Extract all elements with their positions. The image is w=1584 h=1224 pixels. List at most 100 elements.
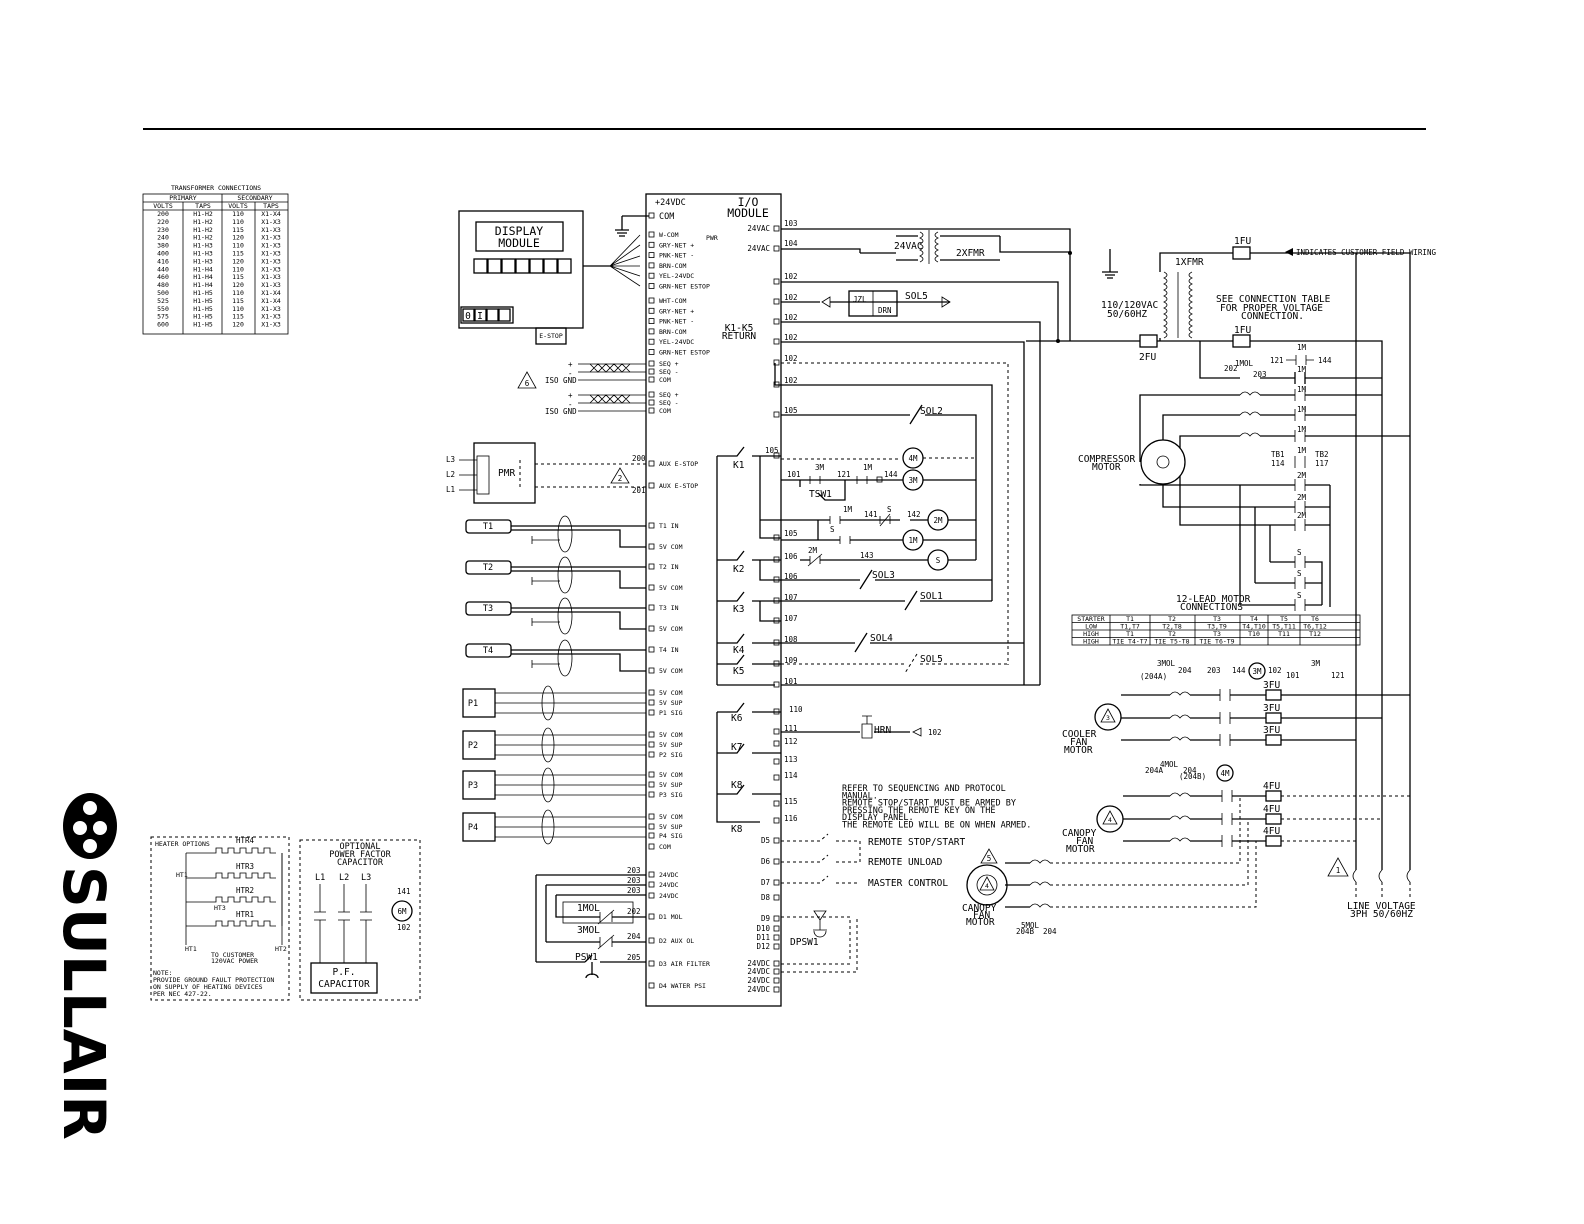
svg-text:112: 112 <box>784 737 798 746</box>
io-module-title-1: I/O <box>738 195 759 209</box>
motor-table-cell: T10 <box>1248 630 1260 638</box>
remote-note-line: MANUAL. <box>842 791 878 801</box>
svg-text:143: 143 <box>860 551 874 560</box>
tx-cell: H1-H2 <box>193 218 213 226</box>
svg-text:144: 144 <box>1318 356 1332 365</box>
motor-table-header: T2 <box>1168 615 1176 623</box>
key-button <box>486 308 499 322</box>
tx-cell: 550 <box>157 305 169 313</box>
svg-text:102: 102 <box>784 293 798 302</box>
temp-terminal: 5V COM <box>659 543 683 551</box>
motor-table-title-1: 12-LEAD MOTOR <box>1176 594 1251 605</box>
pressure-sensor-label: P2 <box>468 741 478 751</box>
net1-terminal: GRN-NET ESTOP <box>659 283 710 291</box>
svg-text:SEE CONNECTION TABLE: SEE CONNECTION TABLE <box>1216 294 1331 305</box>
svg-text:MOTOR: MOTOR <box>1066 844 1095 855</box>
tx-cell: X1-X3 <box>261 250 281 258</box>
temp-terminal: 5V COM <box>659 584 683 592</box>
fuse-2fu <box>1139 334 1158 348</box>
svg-text:114: 114 <box>784 771 798 780</box>
digital-terminal: D6 <box>761 857 771 866</box>
digital-terminal: D7 <box>761 878 770 887</box>
tx-cell: H1-H5 <box>193 289 213 297</box>
transformer-table-title: TRANSFORMER CONNECTIONS <box>171 184 261 192</box>
canopy-fan-2-label: CANOPY <box>962 903 997 914</box>
sol2-label: SOL2 <box>920 406 943 417</box>
tx-cell: 120 <box>232 257 244 265</box>
svg-text:144: 144 <box>1232 666 1246 675</box>
relay-k1: K1 <box>733 460 745 471</box>
tx-cell: X1-X3 <box>261 257 281 265</box>
tx-cell: 110 <box>232 265 244 273</box>
mol1-label: 1MOL <box>577 903 600 914</box>
key-button <box>498 308 511 322</box>
relay-k6: K6 <box>731 713 743 724</box>
display-digit <box>487 258 502 274</box>
2xfmr-label: 2XFMR <box>956 248 985 259</box>
sol4-label: SOL4 <box>870 633 893 644</box>
display-digit <box>529 258 544 274</box>
tx-cell: X1-X3 <box>261 218 281 226</box>
pressure-terminal: P2 SIG <box>659 751 683 759</box>
1xfmr-label: 1XFMR <box>1175 257 1204 268</box>
vac-terminal: 24VAC <box>747 224 770 233</box>
svg-text:+: + <box>568 360 573 369</box>
svg-text:4: 4 <box>1108 816 1112 824</box>
vac-terminal: 24VAC <box>747 244 770 253</box>
svg-text:3FU: 3FU <box>1263 680 1280 691</box>
digital-terminal: 24VDC <box>747 967 770 976</box>
svg-text:104: 104 <box>784 239 798 248</box>
display-digit <box>501 258 516 274</box>
sullair-logo: SULLAIR <box>50 793 118 1140</box>
svg-text:-: - <box>568 369 573 378</box>
motor-table-cell: HIGH <box>1083 638 1099 646</box>
svg-text:117: 117 <box>1315 459 1329 468</box>
net2-terminal: BRN-COM <box>659 328 686 336</box>
display-digit <box>543 258 558 274</box>
digital-terminal: D8 <box>761 893 771 902</box>
display-module-title-1: DISPLAY <box>495 224 544 238</box>
svg-text:144: 144 <box>884 470 898 479</box>
tx-cell: 110 <box>232 242 244 250</box>
tsw1-label: TSW1 <box>809 489 832 500</box>
svg-text:S: S <box>830 525 835 534</box>
dc-input-circuits: 1MOL 3MOL 202 204 203 203 203 PSW1 205 <box>535 866 646 979</box>
pwr-label: PWR <box>706 234 718 242</box>
svg-text:(204B): (204B) <box>1179 772 1206 781</box>
svg-text:HT2: HT2 <box>275 945 287 953</box>
sequencing-wiring: + - ISO GND + - ISO GND 6 <box>517 360 646 416</box>
display-digit <box>473 258 488 274</box>
tx-cell: H1-H2 <box>193 210 213 218</box>
pressure-sensor-label: P3 <box>468 781 478 791</box>
horn-label: HRN <box>874 725 891 736</box>
tx-cell: X1-X3 <box>261 313 281 321</box>
svg-text:102: 102 <box>784 333 798 342</box>
estop-box <box>535 327 567 345</box>
tx-cell: 380 <box>157 242 169 250</box>
cooler-fan-motor <box>1094 703 1122 731</box>
mol3-label: 3MOL <box>577 925 600 936</box>
tx-cell: X1-X3 <box>261 305 281 313</box>
svg-text:101: 101 <box>1286 671 1300 680</box>
svg-text:S: S <box>936 556 941 565</box>
svg-text:1M: 1M <box>843 505 853 514</box>
svg-text:3M: 3M <box>1252 667 1262 676</box>
tx-cell: X1-X4 <box>261 289 281 297</box>
line-voltage-label: LINE VOLTAGE <box>1347 901 1416 912</box>
svg-text:3M: 3M <box>1311 659 1321 668</box>
svg-text:107: 107 <box>784 593 798 602</box>
svg-text:S: S <box>1297 591 1302 600</box>
svg-text:204B: 204B <box>1016 927 1035 936</box>
tx-cell: 115 <box>232 313 244 321</box>
temp-sensor-label: T4 <box>483 646 493 656</box>
pressure-terminal: COM <box>659 843 671 851</box>
tx-cell: 110 <box>232 289 244 297</box>
remote-note-line: REFER TO SEQUENCING AND PROTOCOL <box>842 784 1006 794</box>
note-flag-6 <box>517 371 537 389</box>
svg-text:121: 121 <box>1270 356 1284 365</box>
note-flag-5 <box>980 848 998 864</box>
svg-text:S: S <box>1297 548 1302 557</box>
svg-text:203: 203 <box>627 876 641 885</box>
